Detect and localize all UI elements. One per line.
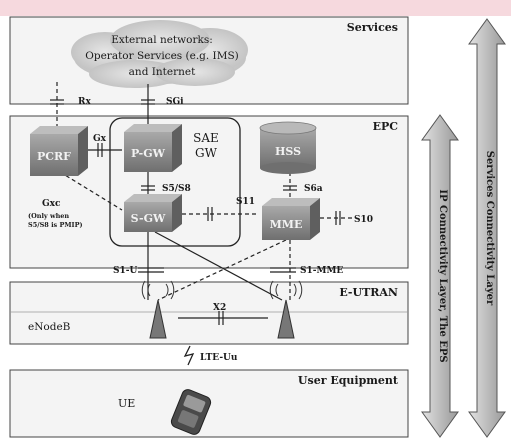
cloud-text-line2: Operator Services (e.g. IMS) bbox=[85, 50, 239, 62]
x2-label: X2 bbox=[213, 303, 226, 313]
ip-connectivity-arrow bbox=[421, 114, 459, 438]
enodeb-tower-right bbox=[269, 280, 303, 339]
sgw-node bbox=[124, 194, 182, 232]
mme-label: MME bbox=[270, 218, 303, 231]
s6a-label: S6a bbox=[304, 184, 323, 194]
enodeb-tower-left bbox=[141, 280, 175, 339]
cloud-text-line1: External networks: bbox=[111, 34, 213, 46]
sgw-label: S-GW bbox=[131, 212, 166, 225]
lte-uu-label: LTE-Uu bbox=[200, 353, 238, 363]
gxc-note-line2: S5/S8 is PMIP) bbox=[28, 221, 83, 229]
services-connectivity-label: Services Connectivity Layer bbox=[484, 151, 495, 306]
gxc-link bbox=[59, 171, 123, 211]
rx-label: Rx bbox=[78, 97, 91, 107]
gx-label: Gx bbox=[93, 134, 107, 144]
external-networks-cloud bbox=[71, 20, 248, 88]
hss-node bbox=[259, 121, 317, 174]
s1mme-link-a bbox=[157, 239, 287, 301]
interface-ticks bbox=[50, 99, 341, 325]
pgw-label: P-GW bbox=[131, 147, 166, 160]
pcrf-node bbox=[30, 126, 88, 176]
eutran-layer-title: E-UTRAN bbox=[339, 286, 398, 299]
eutran-layer-box bbox=[9, 281, 409, 345]
services-layer-title: Services bbox=[347, 21, 398, 34]
pgw-node bbox=[124, 124, 182, 172]
gxc-note-line1: (Only when bbox=[28, 212, 69, 220]
epc-layer-title: EPC bbox=[373, 120, 399, 133]
sgi-label: SGi bbox=[166, 97, 184, 107]
sae-label-line2: GW bbox=[195, 146, 218, 160]
s5s8-label: S5/S8 bbox=[162, 184, 191, 194]
s10-label: S10 bbox=[354, 215, 373, 225]
mme-node bbox=[262, 198, 320, 240]
gxc-label: Gxc bbox=[42, 199, 61, 209]
pcrf-label: PCRF bbox=[37, 150, 71, 163]
ue-phone-icon bbox=[170, 389, 212, 435]
radio-link-icon bbox=[183, 345, 195, 366]
ue-layer-title: User Equipment bbox=[298, 374, 399, 387]
s1mme-label: S1-MME bbox=[300, 266, 343, 276]
services-connectivity-arrow bbox=[468, 18, 506, 438]
ue-label: UE bbox=[118, 397, 135, 410]
hss-label: HSS bbox=[275, 145, 301, 158]
sae-label-line1: SAE bbox=[193, 131, 219, 145]
enodeb-label: eNodeB bbox=[28, 321, 71, 333]
s11-label: S11 bbox=[236, 197, 255, 207]
top-banner bbox=[0, 0, 511, 16]
ip-connectivity-label: IP Connectivity Layer, The EPS bbox=[437, 189, 448, 362]
s1u-link-b bbox=[154, 231, 283, 301]
s1u-label: S1-U bbox=[113, 266, 137, 276]
sae-gw-box bbox=[109, 117, 241, 247]
cloud-text-line3: and Internet bbox=[129, 66, 196, 78]
